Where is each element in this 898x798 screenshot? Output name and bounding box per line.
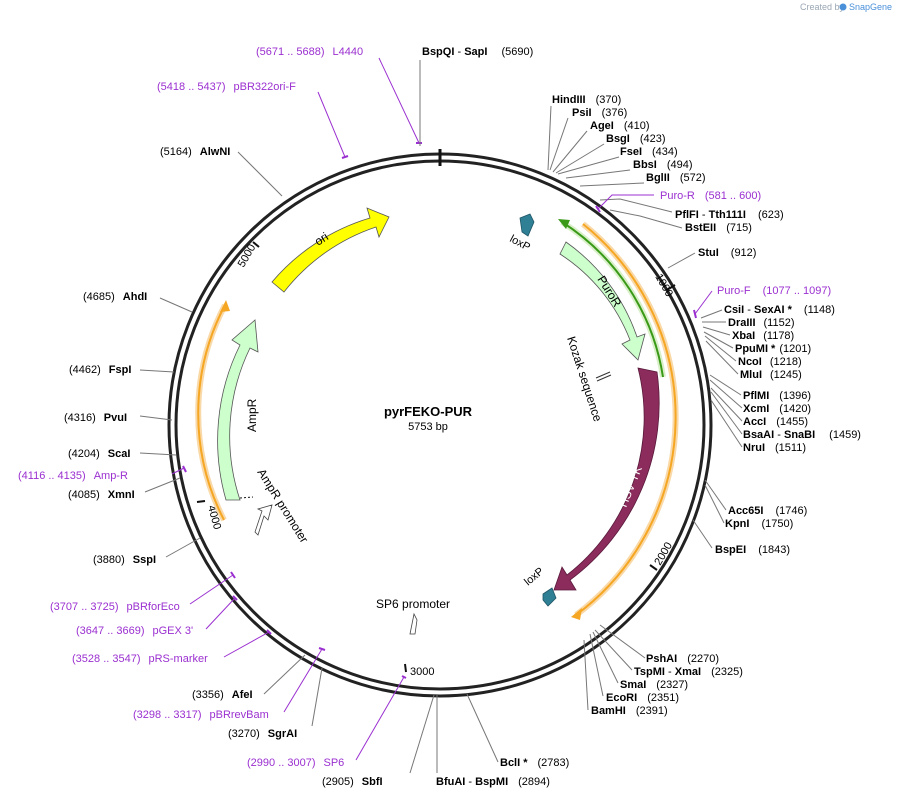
site-bbsi[interactable]: BbsI(494) [633,159,693,171]
site-psii[interactable]: PsiI(376) [572,107,627,119]
site-xcmi[interactable]: XcmI(1420) [743,403,811,415]
site-pvui[interactable]: (4316)PvuI [64,412,127,424]
feature-ori[interactable]: ori [271,207,390,293]
site-labels: BspQI - SapI(5690) HindIII(370) PsiI(376… [64,46,861,788]
primer-pgex-3[interactable]: (3647 .. 3669)pGEX 3' [76,625,193,637]
feature-label-loxp-1: loxP [508,233,533,254]
backbone [167,149,713,698]
feature-label-kozak: Kozak sequence [564,335,605,424]
orf-arc-right[interactable] [571,221,679,620]
primer-sp6[interactable]: (2990 .. 3007)SP6 [247,757,344,769]
feature-label-sp6-promoter: SP6 promoter [376,597,450,611]
site-ecori[interactable]: EcoRI(2351) [606,692,679,704]
primer-prs-marker[interactable]: (3528 .. 3547)pRS-marker [72,653,208,665]
feature-label-ori: ori [312,230,331,249]
feature-sp6-promoter[interactable]: SP6 promoter [376,597,450,635]
primer-amp-r[interactable]: (4116 .. 4135)Amp-R [18,470,128,482]
site-acc65i[interactable]: Acc65I(1746) [728,505,807,517]
site-stui[interactable]: StuI(912) [698,247,756,259]
site-bsaai[interactable]: BsaAI - SnaBI(1459) [743,429,861,441]
plasmid-length: 5753 bp [408,421,448,433]
site-bsteii[interactable]: BstEII(715) [685,222,752,234]
credit-prefix: Created by [800,2,845,12]
feature-label-ampr: AmpR [245,398,259,432]
site-acci[interactable]: AccI(1455) [743,416,808,428]
primer-l4440[interactable]: (5671 .. 5688)L4440 [256,46,363,58]
site-fsei[interactable]: FseI(434) [620,146,678,158]
site-smai[interactable]: SmaI(2327) [620,679,688,691]
feature-loxp-2[interactable]: loxP [522,565,557,607]
tick-label-5000: 5000 [236,242,259,269]
site-sgrai[interactable]: (3270)SgrAI [228,728,297,740]
primer-pbrforeco[interactable]: (3707 .. 3725)pBRforEco [50,601,180,613]
feature-loxp-1[interactable]: loxP [508,213,535,254]
orf-arc-puro[interactable] [558,219,666,378]
site-bcli[interactable]: BclI *(2783) [500,757,569,769]
site-tspmi[interactable]: TspMI - XmaI(2325) [634,666,743,678]
orf-arcs [195,219,679,620]
site-draiii[interactable]: DraIII(1152) [728,317,795,329]
site-xbai[interactable]: XbaI(1178) [732,330,794,342]
feature-ampr[interactable]: AmpR [217,319,259,501]
tick-3000: 3000 [404,663,434,678]
plasmid-name: pyrFEKO-PUR [384,404,473,419]
plasmid-center-label: pyrFEKO-PUR 5753 bp [384,404,473,433]
primer-pbrrevbam[interactable]: (3298 .. 3317)pBRrevBam [133,709,269,721]
site-xmni[interactable]: (4085)XmnI [68,489,135,501]
tick-label-1000: 1000 [652,272,675,299]
snapgene-credit[interactable]: Created by SnapGene [800,2,892,12]
site-nrui[interactable]: NruI(1511) [743,442,806,454]
site-pflfi[interactable]: PflFI - Tth111I(623) [675,209,784,221]
feature-ampr-promoter[interactable]: AmpR promoter [239,466,311,545]
site-bspqi[interactable]: BspQI - SapI(5690) [422,46,533,58]
site-agei[interactable]: AgeI(410) [590,120,650,132]
snapgene-logo-icon [839,3,847,11]
site-alwni[interactable]: (5164)AlwNI [160,146,230,158]
primer-leaders [171,57,713,761]
site-ppumi[interactable]: PpuMI *(1201) [735,343,811,355]
primer-labels: (5671 .. 5688)L4440 (5418 .. 5437)pBR322… [18,46,831,769]
site-hindiii[interactable]: HindIII(370) [552,94,621,106]
site-ahdi[interactable]: (4685)AhdI [83,291,147,303]
feature-label-loxp-2: loxP [522,565,546,588]
site-bspei[interactable]: BspEI(1843) [715,544,790,556]
scale-ticks: 1000 2000 3000 4000 5000 [196,241,676,678]
credit-brand: SnapGene [849,2,892,12]
primer-puro-f[interactable]: Puro-F(1077 .. 1097) [717,285,831,297]
site-sspi[interactable]: (3880)SspI [93,554,156,566]
site-bfuai[interactable]: BfuAI - BspMI(2894) [436,776,550,788]
site-fspi[interactable]: (4462)FspI [69,364,131,376]
tick-label-3000: 3000 [410,666,434,678]
site-scai[interactable]: (4204)ScaI [68,448,130,460]
site-bsgi[interactable]: BsgI(423) [606,133,666,145]
site-ncoi[interactable]: NcoI(1218) [738,356,802,368]
tick-1000: 1000 [652,272,676,299]
site-afei[interactable]: (3356)AfeI [192,689,253,701]
site-kpni[interactable]: KpnI(1750) [725,518,793,530]
site-pshai[interactable]: PshAI(2270) [646,653,719,665]
tick-5000: 5000 [236,241,260,270]
feature-hsv-tk[interactable]: HSV TK [553,367,660,591]
site-mlui[interactable]: MluI(1245) [740,369,802,381]
site-pflmi[interactable]: PflMI(1396) [743,390,811,402]
feature-kozak[interactable]: Kozak sequence [564,335,612,424]
orf-arc-left[interactable] [195,300,230,522]
site-sbfi[interactable]: (2905)SbfI [322,776,383,788]
site-leaders [139,60,743,774]
primer-pbr322ori-f[interactable]: (5418 .. 5437)pBR322ori-F [157,81,296,93]
site-bglii[interactable]: BglII(572) [646,172,706,184]
site-bamhi[interactable]: BamHI(2391) [591,705,668,717]
feature-label-ampr-promoter: AmpR promoter [254,466,311,545]
primer-puro-r[interactable]: Puro-R(581 .. 600) [660,190,761,202]
site-csii[interactable]: CsiI - SexAI *(1148) [724,304,835,316]
